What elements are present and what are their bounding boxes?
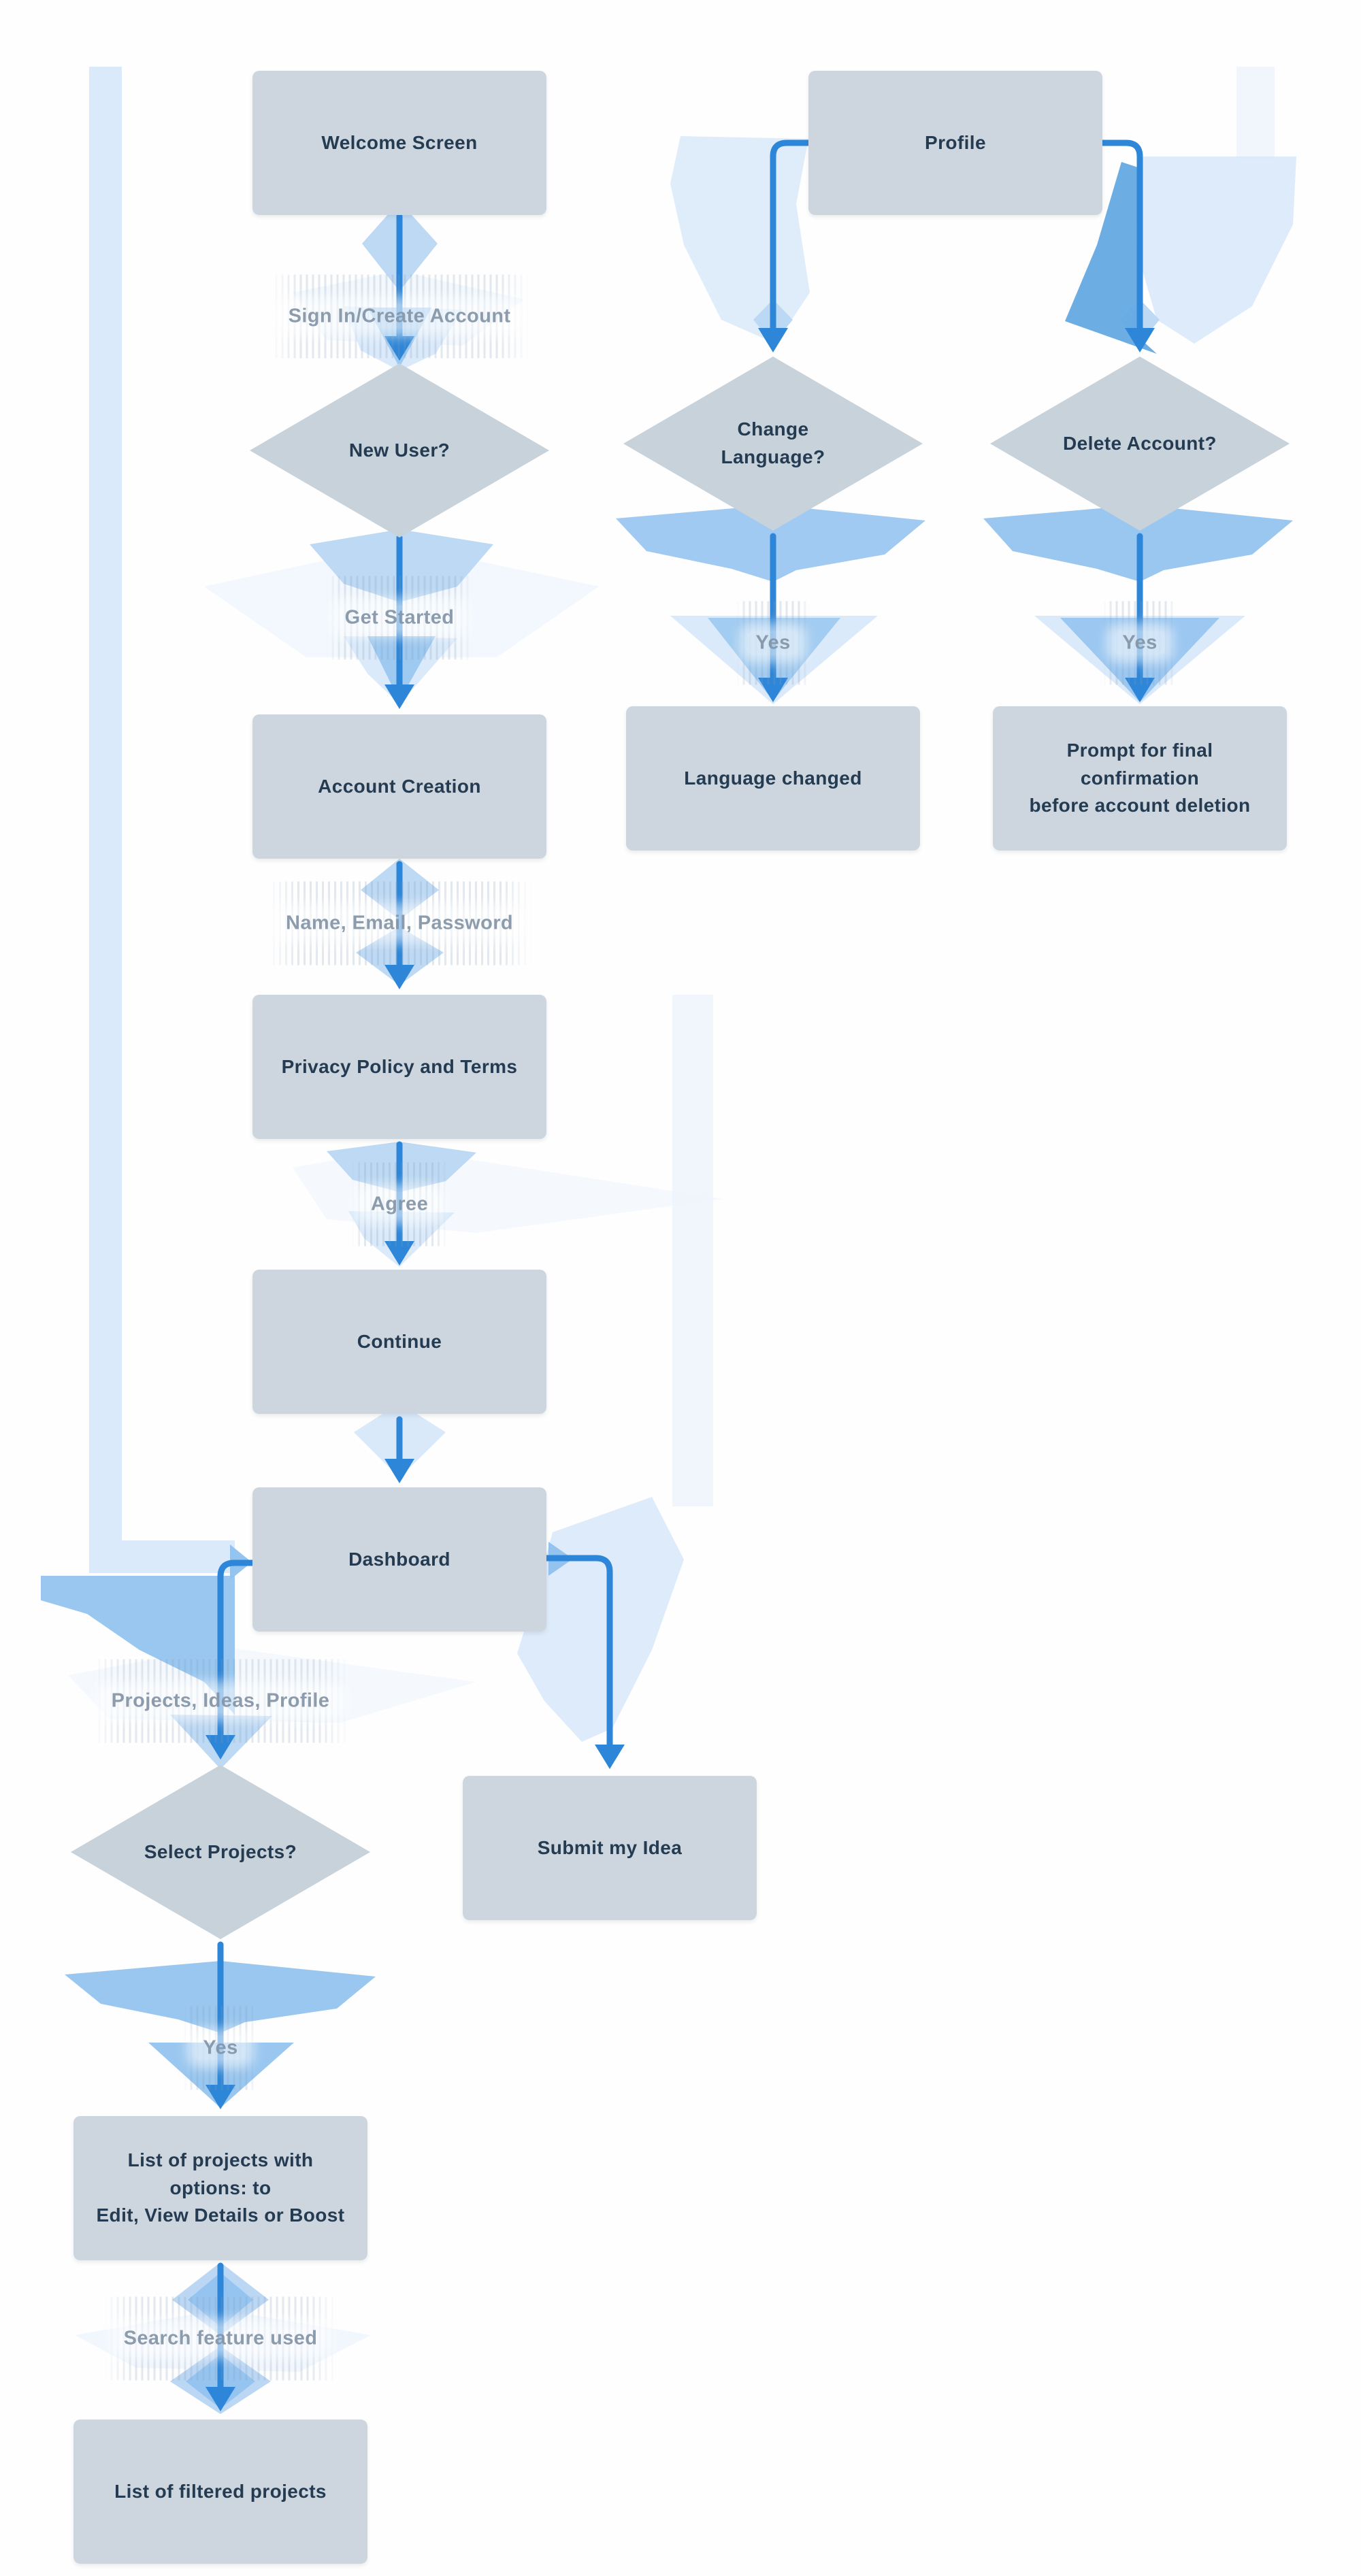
wash-left-ribbon-horizontal bbox=[89, 1540, 235, 1573]
node-continue: Continue bbox=[252, 1270, 546, 1414]
wash-blob-profile-right bbox=[1133, 156, 1296, 344]
edge-label-sign-in: Sign In/Create Account bbox=[280, 304, 519, 329]
edge-label-yes-language: Yes bbox=[747, 631, 799, 655]
edge-label-yes-delete: Yes bbox=[1114, 631, 1166, 655]
arrowhead-deleteaccount bbox=[1125, 328, 1155, 352]
arrowhead-dashboard bbox=[384, 1459, 414, 1483]
arrowhead-submitidea bbox=[595, 1745, 625, 1769]
node-dashboard: Dashboard bbox=[252, 1487, 546, 1632]
arrowhead-projectslist bbox=[206, 2085, 235, 2109]
edge-label-yes-select: Yes bbox=[195, 2036, 246, 2060]
node-welcome-screen: Welcome Screen bbox=[252, 71, 546, 215]
node-filtered-projects: List of filtered projects bbox=[73, 2420, 367, 2564]
wash-blob-dashboard-left bbox=[41, 1576, 235, 1715]
arrowhead-account bbox=[384, 684, 414, 709]
edge-dashboard-submitidea bbox=[543, 1555, 613, 1749]
edge-label-projects-ideas-profile: Projects, Ideas, Profile bbox=[103, 1689, 338, 1713]
node-prompt-confirmation: Prompt for final confirmation before acc… bbox=[993, 706, 1287, 851]
wash-left-ribbon-vertical bbox=[89, 67, 122, 1540]
node-language-changed: Language changed bbox=[626, 706, 920, 851]
arrowhead-continue bbox=[384, 1241, 414, 1266]
wash-blob-profile-left bbox=[670, 136, 810, 344]
arrowhead-changelanguage bbox=[758, 328, 788, 352]
edge-label-agree: Agree bbox=[362, 1192, 437, 1217]
node-submit-my-idea: Submit my Idea bbox=[463, 1776, 757, 1920]
edge-profile-deleteaccount bbox=[1099, 139, 1143, 331]
edge-profile-changelanguage bbox=[770, 139, 812, 331]
edge-label-name-email-password: Name, Email, Password bbox=[278, 911, 521, 936]
edge-label-get-started: Get Started bbox=[336, 606, 463, 630]
edge-dashboard-selectprojects bbox=[217, 1559, 256, 1740]
arrowhead-privacy bbox=[384, 965, 414, 989]
arrowhead-filtered bbox=[206, 2387, 235, 2411]
wash-wedge-delete bbox=[1065, 162, 1157, 354]
node-profile: Profile bbox=[808, 71, 1102, 215]
node-privacy-policy-terms: Privacy Policy and Terms bbox=[252, 995, 546, 1139]
wash-band-mid bbox=[672, 995, 713, 1506]
node-projects-list: List of projects with options: to Edit, … bbox=[73, 2116, 367, 2260]
wash-ghost-topright bbox=[1236, 67, 1275, 159]
edge-label-search-feature: Search feature used bbox=[115, 2326, 326, 2351]
node-account-creation: Account Creation bbox=[252, 714, 546, 859]
